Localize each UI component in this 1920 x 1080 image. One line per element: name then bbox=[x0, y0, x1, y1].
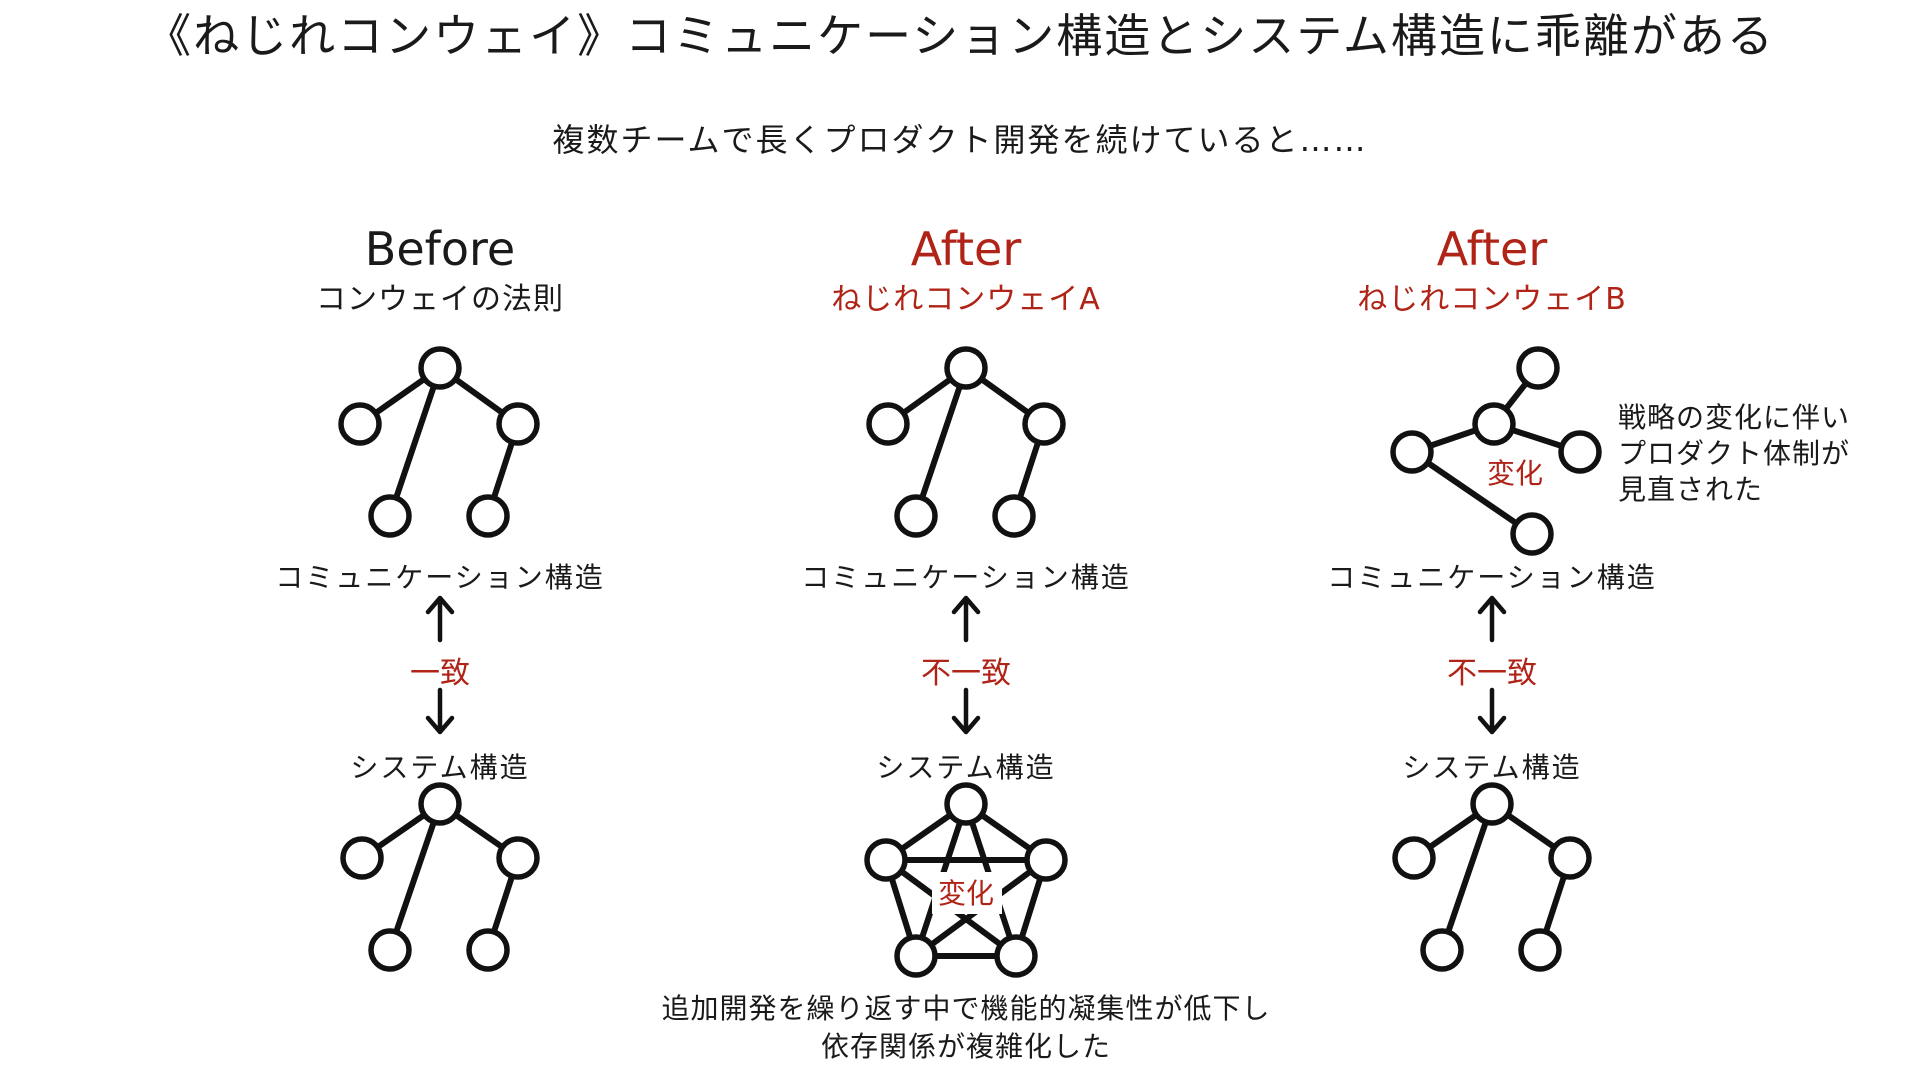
before-relation-arrows bbox=[425, 595, 455, 735]
sys-node-left bbox=[1392, 836, 1436, 880]
comm-node-leaf-2 bbox=[466, 494, 510, 538]
sys-node-right bbox=[1548, 836, 1592, 880]
after-a-footer-note: 追加開発を繰り返す中で機能的凝集性が低下し 依存関係が複雑化した bbox=[661, 990, 1270, 1066]
after-a-communication-tree bbox=[866, 346, 1066, 538]
comm-node-right bbox=[496, 402, 540, 446]
sys-node-leaf-1 bbox=[368, 928, 412, 972]
comm-node-left bbox=[338, 402, 382, 446]
footer-line: 依存関係が複雑化した bbox=[820, 1030, 1112, 1063]
column-after-a-subheading: ねじれコンウェイA bbox=[831, 282, 1101, 317]
sys-node-left bbox=[340, 836, 384, 880]
after-b-change-label: 変化 bbox=[1486, 457, 1544, 490]
before-system-label: システム構造 bbox=[350, 751, 530, 784]
footer-line: 追加開発を繰り返す中で機能的凝集性が低下し bbox=[661, 992, 1271, 1025]
after-b-system-tree bbox=[1392, 782, 1592, 972]
sys-node-bottom-left bbox=[894, 934, 938, 978]
sys-node-leaf-2 bbox=[1518, 928, 1562, 972]
column-after-b-heading: After bbox=[1436, 222, 1548, 276]
column-after-b-subheading: ねじれコンウェイB bbox=[1357, 282, 1627, 317]
sys-node-root bbox=[1470, 782, 1514, 826]
comm-node-right bbox=[1022, 402, 1066, 446]
after-b-relation-label: 不一致 bbox=[1447, 656, 1537, 691]
before-system-tree bbox=[340, 782, 540, 972]
sys-node-right bbox=[496, 836, 540, 880]
comm-node-left bbox=[866, 402, 910, 446]
sys-node-top bbox=[944, 782, 988, 826]
sys-node-root bbox=[418, 782, 462, 826]
comm-node-leaf-1 bbox=[368, 494, 412, 538]
after-a-relation-label: 不一致 bbox=[921, 656, 1011, 691]
sys-node-left bbox=[864, 838, 908, 882]
change-label-backdrop bbox=[932, 872, 1002, 914]
comm-node-left bbox=[1390, 430, 1434, 474]
column-before-heading: Before bbox=[364, 222, 516, 276]
comm-node-top bbox=[1516, 346, 1560, 390]
column-after-a-heading: After bbox=[910, 222, 1022, 276]
comm-node-leaf-1 bbox=[894, 494, 938, 538]
before-relation-label: 一致 bbox=[410, 656, 470, 691]
comm-node-root bbox=[944, 346, 988, 390]
sys-node-leaf-2 bbox=[466, 928, 510, 972]
after-a-change-label: 変化 bbox=[937, 877, 995, 910]
comm-node-leaf-2 bbox=[992, 494, 1036, 538]
comm-node-hub bbox=[1472, 402, 1516, 446]
after-b-comm-label: コミュニケーション構造 bbox=[1327, 561, 1657, 594]
after-a-comm-label: コミュニケーション構造 bbox=[801, 561, 1131, 594]
after-b-strategy-note: 戦略の変化に伴い プロダクト体制が 見直された bbox=[1618, 400, 1850, 508]
note-line: プロダクト体制が bbox=[1618, 437, 1851, 470]
comm-node-right bbox=[1558, 430, 1602, 474]
after-b-system-label: システム構造 bbox=[1402, 751, 1582, 784]
note-line: 見直された bbox=[1618, 473, 1764, 506]
sys-node-bottom-right bbox=[994, 934, 1038, 978]
page-subtitle: 複数チームで長くプロダクト開発を続けていると…… bbox=[552, 121, 1368, 159]
page-title: 《ねじれコンウェイ》コミュニケーション構造とシステム構造に乖離がある bbox=[145, 9, 1775, 63]
after-b-communication-tree bbox=[1390, 346, 1602, 556]
after-a-system-label: システム構造 bbox=[876, 751, 1056, 784]
sys-node-leaf-1 bbox=[1420, 928, 1464, 972]
comm-node-root bbox=[418, 346, 462, 390]
note-line: 戦略の変化に伴い bbox=[1618, 401, 1851, 434]
column-before-subheading: コンウェイの法則 bbox=[316, 282, 564, 317]
after-b-relation-arrows bbox=[1477, 595, 1507, 735]
before-communication-tree bbox=[338, 346, 540, 538]
sys-node-right bbox=[1024, 838, 1068, 882]
before-comm-label: コミュニケーション構造 bbox=[275, 561, 605, 594]
comm-node-bottom bbox=[1510, 512, 1554, 556]
after-a-relation-arrows bbox=[951, 595, 981, 735]
after-a-system-mesh bbox=[864, 782, 1068, 978]
